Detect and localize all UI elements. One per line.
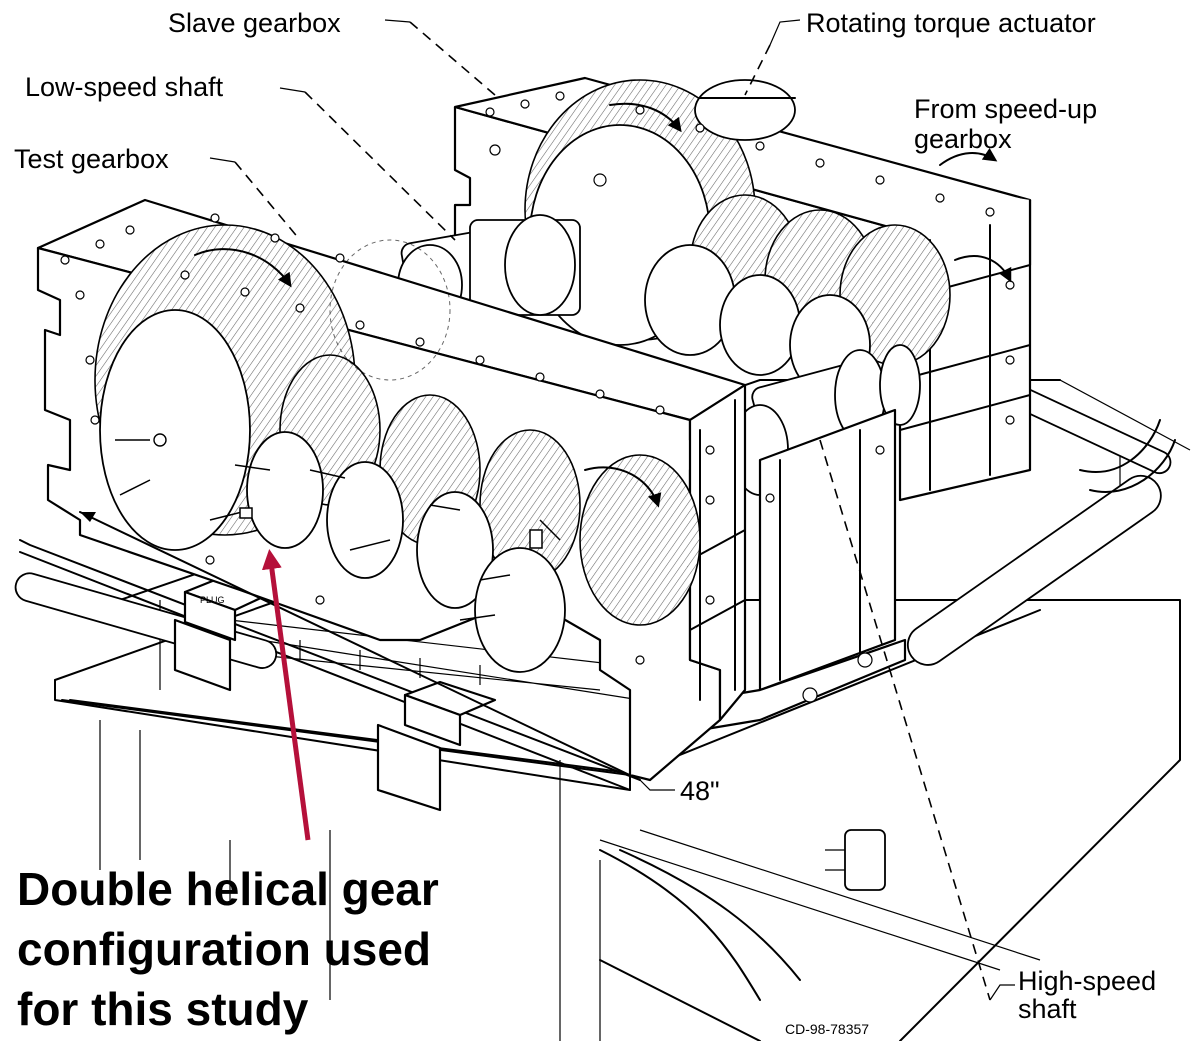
label-from-speed-up: From speed-up — [914, 94, 1097, 124]
rotation-arrows — [194, 102, 1012, 508]
label-slave-gearbox: Slave gearbox — [168, 8, 341, 38]
drawing-code: CD-98-78357 — [785, 1021, 869, 1037]
test-gearbox — [36, 198, 747, 782]
caption-line-2: configuration used — [17, 923, 431, 975]
label-rotating-torque-actuator: Rotating torque actuator — [806, 8, 1096, 38]
caption-line-3: for this study — [17, 983, 309, 1035]
label-from-speed-up-gearbox: gearbox — [914, 124, 1012, 154]
label-high-speed-shaft: shaft — [1018, 994, 1077, 1024]
label-dimension-48in: 48" — [680, 776, 720, 806]
leader-lines — [79, 19, 1015, 1001]
label-high-speed: High-speed — [1018, 966, 1156, 996]
caption-line-1: Double helical gear — [17, 863, 439, 915]
label-low-speed-shaft: Low-speed shaft — [25, 72, 224, 102]
shaft-support-stand — [698, 408, 907, 732]
label-test-gearbox: Test gearbox — [14, 144, 169, 174]
red-pointer-arrow — [261, 549, 311, 841]
svg-text:PLUG: PLUG — [200, 595, 225, 605]
